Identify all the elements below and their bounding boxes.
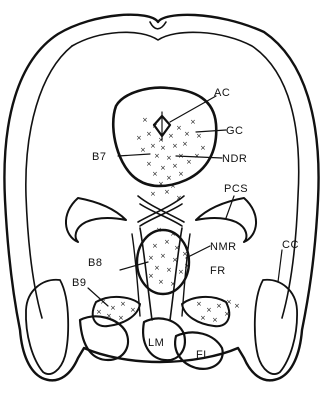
cell-marker: × — [106, 312, 112, 320]
cell-marker: × — [176, 124, 182, 132]
cell-marker: × — [200, 314, 206, 322]
cell-marker: × — [194, 152, 200, 160]
cell-marker: × — [196, 300, 202, 308]
cell-marker: × — [216, 302, 222, 310]
cell-marker: × — [168, 132, 174, 140]
cell-marker: × — [152, 170, 158, 178]
cell-marker: × — [176, 194, 182, 202]
cell-marker: × — [150, 190, 156, 198]
label-b8: B8 — [88, 257, 102, 269]
label-cc: CC — [282, 239, 299, 251]
cell-marker: × — [184, 130, 190, 138]
label-lm: LM — [148, 337, 164, 349]
cell-marker: × — [158, 278, 164, 286]
cell-marker: × — [160, 252, 166, 260]
cell-marker: × — [136, 134, 142, 142]
label-fr: FR — [210, 265, 226, 277]
cell-marker: × — [146, 160, 152, 168]
cell-marker: × — [234, 302, 240, 310]
cell-marker: × — [186, 158, 192, 166]
cell-marker: × — [206, 306, 212, 314]
cell-marker: × — [154, 264, 160, 272]
superior-cerebellar-peduncles — [66, 198, 256, 242]
cell-marker: × — [166, 266, 172, 274]
cell-marker: × — [110, 304, 116, 312]
label-ac: AC — [214, 87, 230, 99]
cell-marker: × — [142, 116, 148, 124]
cell-marker: × — [164, 238, 170, 246]
cell-marker: × — [166, 154, 172, 162]
cell-marker: × — [160, 144, 166, 152]
label-pcs: PCS — [224, 183, 248, 195]
label-nmr: NMR — [210, 241, 237, 253]
label-gc: GC — [226, 125, 244, 137]
cell-marker: × — [182, 250, 188, 258]
cell-marker: × — [196, 132, 202, 140]
cell-marker: × — [184, 262, 190, 270]
label-b9: B9 — [72, 277, 86, 289]
cell-marker: × — [178, 268, 184, 276]
cell-marker: × — [148, 272, 154, 280]
label-fl: FL — [196, 349, 210, 361]
cell-marker: × — [174, 244, 180, 252]
cell-marker: × — [158, 180, 164, 188]
cell-marker: × — [164, 188, 170, 196]
cell-marker: × — [170, 182, 176, 190]
cell-marker: × — [154, 152, 160, 160]
cell-marker: × — [118, 314, 124, 322]
label-b7: B7 — [92, 151, 106, 163]
cell-marker: × — [170, 230, 176, 238]
cell-marker: × — [226, 298, 232, 306]
cell-marker: × — [120, 300, 126, 308]
cell-marker: × — [170, 280, 176, 288]
cell-marker: × — [172, 142, 178, 150]
cell-marker: × — [160, 164, 166, 172]
cell-marker: × — [178, 170, 184, 178]
cell-marker: × — [96, 308, 102, 316]
cell-marker: × — [152, 242, 158, 250]
label-ndr: NDR — [222, 153, 247, 165]
cell-marker: × — [130, 306, 136, 314]
cell-marker: × — [140, 146, 146, 154]
cell-marker: × — [200, 144, 206, 152]
cell-marker: × — [152, 122, 158, 130]
cell-marker: × — [158, 136, 164, 144]
cell-marker: × — [212, 316, 218, 324]
cell-marker: × — [190, 118, 196, 126]
cell-marker: × — [166, 174, 172, 182]
cell-marker: × — [148, 254, 154, 262]
cell-marker: × — [156, 226, 162, 234]
cell-marker: × — [150, 142, 156, 150]
section-outline — [4, 15, 318, 381]
cell-marker: × — [146, 130, 152, 138]
cell-marker: × — [182, 140, 188, 148]
cell-marker: × — [172, 256, 178, 264]
cell-marker: × — [172, 162, 178, 170]
cell-marker: × — [224, 310, 230, 318]
